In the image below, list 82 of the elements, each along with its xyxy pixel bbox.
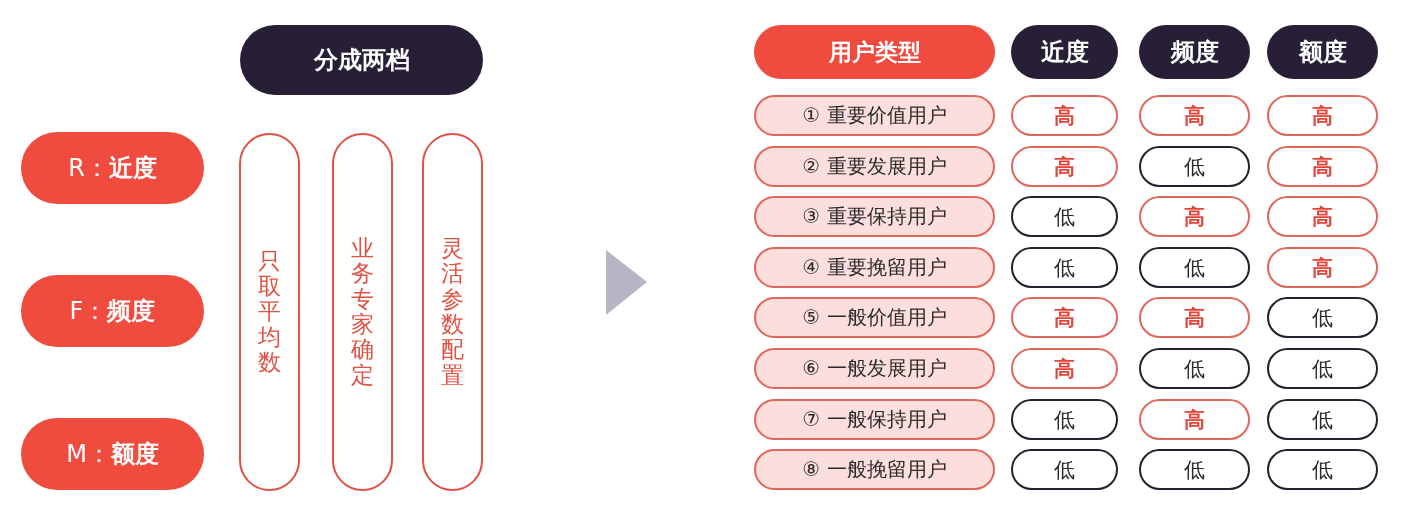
level-pill [1011,297,1118,338]
user-type-label: ⑤ 一般价值用户 [802,304,947,331]
header-label: 额度 [1298,37,1347,68]
level-label: 低 [1312,355,1333,383]
method-column [422,133,483,491]
user-type-pill [754,348,995,389]
column-header [1011,25,1118,79]
level-label: 低 [1312,304,1333,332]
user-type-label: ⑧ 一般挽留用户 [802,456,947,483]
column-header [1267,25,1378,79]
level-pill [1139,449,1250,490]
user-type-label: ① 重要价值用户 [802,102,947,129]
user-type-pill [754,399,995,440]
dimension-label: M：额度 [66,439,159,470]
user-type-label: ④ 重要挽留用户 [802,254,947,281]
method-label: 业务专家确定 [351,236,374,388]
level-label: 低 [1054,203,1075,231]
level-pill [1011,348,1118,389]
level-label: 高 [1312,254,1333,282]
level-pill [1011,196,1118,237]
level-label: 低 [1054,254,1075,282]
level-label: 高 [1054,304,1075,332]
level-pill [1267,247,1378,288]
user-type-pill [754,95,995,136]
dimension-label: R：近度 [68,153,157,184]
level-pill [1011,449,1118,490]
level-pill [1267,449,1378,490]
level-label: 高 [1054,153,1075,181]
level-pill [1267,146,1378,187]
user-type-pill [754,146,995,187]
level-pill [1267,297,1378,338]
header-label: 近度 [1040,37,1089,68]
level-label: 低 [1184,456,1205,484]
user-type-pill [754,297,995,338]
level-label: 高 [1184,203,1205,231]
level-pill [1139,297,1250,338]
header-label: 用户类型 [828,37,921,67]
level-pill [1011,146,1118,187]
user-type-pill [754,449,995,490]
level-label: 低 [1054,456,1075,484]
level-pill [1267,95,1378,136]
level-pill [1139,196,1250,237]
method-label: 只取平均数 [258,248,281,376]
band-heading: 分成两档 [313,45,410,76]
level-pill [1011,247,1118,288]
method-column [239,133,300,491]
method-label: 灵活参数配置 [441,236,464,388]
level-pill [1267,196,1378,237]
user-type-label: ⑥ 一般发展用户 [802,355,947,382]
level-label: 高 [1312,153,1333,181]
user-type-label: ③ 重要保持用户 [802,203,947,230]
level-pill [1139,348,1250,389]
level-label: 低 [1184,153,1205,181]
level-label: 低 [1054,406,1075,434]
level-pill [1011,95,1118,136]
level-label: 高 [1184,406,1205,434]
level-label: 高 [1312,102,1333,130]
column-header [1139,25,1250,79]
level-label: 高 [1054,355,1075,383]
level-label: 低 [1312,456,1333,484]
level-pill [1139,399,1250,440]
level-pill [1139,95,1250,136]
level-label: 高 [1312,203,1333,231]
level-pill [1011,399,1118,440]
method-column [332,133,393,491]
table-header [754,25,995,79]
dimension-label: F：频度 [69,296,156,327]
level-label: 高 [1054,102,1075,130]
user-type-pill [754,247,995,288]
level-label: 低 [1184,254,1205,282]
level-label: 低 [1184,355,1205,383]
user-type-pill [754,196,995,237]
level-pill [1267,399,1378,440]
level-pill [1139,146,1250,187]
level-pill [1139,247,1250,288]
header-label: 频度 [1170,37,1219,68]
user-type-label: ⑦ 一般保持用户 [802,406,947,433]
level-pill [1267,348,1378,389]
level-label: 高 [1184,102,1205,130]
user-type-label: ② 重要发展用户 [802,153,947,180]
level-label: 高 [1184,304,1205,332]
level-label: 低 [1312,406,1333,434]
